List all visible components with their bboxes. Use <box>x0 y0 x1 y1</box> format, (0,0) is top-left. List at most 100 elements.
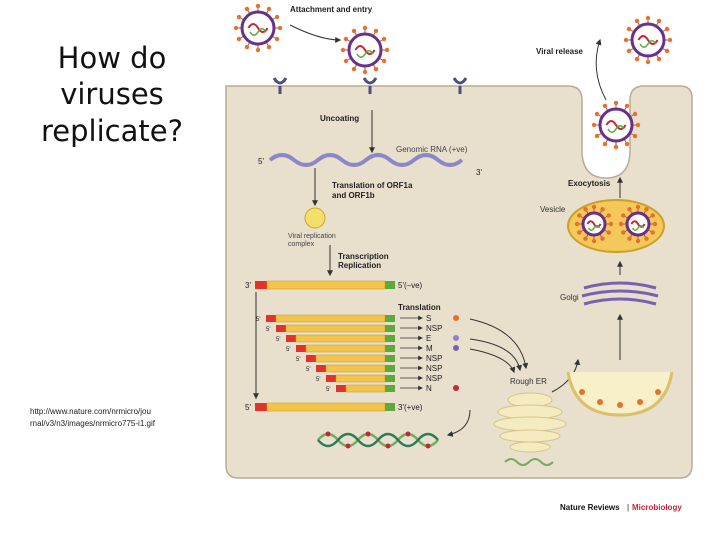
journal-credit: Nature Reviews <box>560 503 620 512</box>
mrna-tail <box>385 355 395 362</box>
mrna-leader <box>266 315 276 322</box>
neg-strand-3prime: 3' <box>245 281 251 290</box>
mrna-leader <box>306 355 316 362</box>
pos-strand-end-label: 3'(+ve) <box>398 403 423 412</box>
er-ribbon <box>504 458 554 466</box>
subgenomic-mrna: 5' <box>266 324 395 333</box>
mrna-leader <box>286 335 296 342</box>
rna-3prime-label: 3' <box>476 168 482 177</box>
translation-orf-line1: Translation of ORF1a <box>332 181 413 190</box>
mrna-tail <box>385 385 395 392</box>
genomic-rna-label: Genomic RNA (+ve) <box>396 145 468 154</box>
protein-label: M <box>426 344 433 353</box>
title-line-3: replicate? <box>41 113 183 148</box>
pos-strand-body <box>266 402 386 412</box>
vesicle-label: Vesicle <box>540 205 566 214</box>
mrna-5prime-label: 5' <box>306 367 310 373</box>
title-line-1: How do <box>57 41 167 75</box>
protein-symbol <box>453 345 459 351</box>
transcription-label: Transcription <box>338 252 389 261</box>
rna-5prime-label: 5' <box>258 157 264 166</box>
protein-symbol <box>453 335 459 341</box>
virus-budding-out <box>591 100 641 150</box>
attachment-entry-label: Attachment and entry <box>290 5 373 14</box>
source-url-line-2: rnal/v3/n3/images/nrmicro775-i1.gif <box>30 419 155 428</box>
source-url-line-1: http://www.nature.com/nrmicro/jou <box>30 407 151 416</box>
title-line-2: viruses <box>60 77 164 112</box>
virus-attaching <box>233 3 283 53</box>
subgenomic-mrna: 5' <box>296 354 395 363</box>
subgenomic-mrna: 5' <box>316 374 395 383</box>
translation-label: Translation <box>398 303 441 312</box>
protein-to-er-arrows <box>469 318 529 374</box>
protein-label: NSP <box>426 374 442 383</box>
mrna-5prime-label: 5' <box>276 337 280 343</box>
release-arrow <box>595 38 607 101</box>
rough-er-label: Rough ER <box>510 377 547 386</box>
mrna-body <box>345 384 386 393</box>
subgenomic-mrna: 5' <box>306 364 395 373</box>
neg-strand-red <box>255 281 267 289</box>
protein-label: N <box>426 384 432 393</box>
virus-released <box>623 15 673 65</box>
protein-label: NSP <box>426 354 442 363</box>
budding-spikes <box>579 389 661 408</box>
viral-complex-line1: Viral replication <box>288 233 336 240</box>
subgenomic-mrna: 5' <box>276 334 395 343</box>
virus-in-vesicle <box>574 204 614 244</box>
subgenomic-mrna: 5' <box>256 314 395 323</box>
exocytosis-label: Exocytosis <box>568 179 611 188</box>
mrna-body <box>315 354 386 363</box>
viral-release-label: Viral release <box>536 47 584 56</box>
virus-entering <box>340 25 390 75</box>
neg-strand-end-label: 5'(–ve) <box>398 281 423 290</box>
subgenomic-mrna: 5' <box>326 384 395 393</box>
mrna-leader <box>336 385 346 392</box>
golgi-label: Golgi <box>560 293 579 302</box>
mrna-5prime-label: 5' <box>326 387 330 393</box>
subgenomic-mrna: 5' <box>286 344 395 353</box>
virus-particles <box>233 3 673 244</box>
protein-label: S <box>426 314 431 323</box>
mrna-body <box>295 334 386 343</box>
replication-label: Replication <box>338 261 381 270</box>
mrna-tail <box>385 345 395 352</box>
protein-symbol <box>453 315 459 321</box>
uncoating-label: Uncoating <box>320 114 359 123</box>
translation-orf-line2: and ORF1b <box>332 191 375 200</box>
mrna-tail <box>385 365 395 372</box>
mrna-5prime-label: 5' <box>316 377 320 383</box>
mrna-leader <box>326 375 336 382</box>
protein-label: NSP <box>426 364 442 373</box>
virus-in-vesicle <box>618 204 658 244</box>
protein-symbol <box>453 385 459 391</box>
source-url[interactable]: http://www.nature.com/nrmicro/jou rnal/v… <box>30 406 190 430</box>
mrna-5prime-label: 5' <box>286 347 290 353</box>
mrna-body <box>285 324 386 333</box>
mrna-tail <box>385 335 395 342</box>
replication-complex-icon <box>304 207 326 229</box>
budding-membrane <box>566 371 674 417</box>
genomic-rna-wave <box>268 153 464 167</box>
slide-title: How do viruses replicate? <box>22 40 202 149</box>
mrna-tail <box>385 325 395 332</box>
mrna-5prime-label: 5' <box>256 317 260 323</box>
protein-label: E <box>426 334 431 343</box>
mrna-body <box>335 374 386 383</box>
pos-strand-red <box>255 403 267 411</box>
neg-strand-green <box>385 281 395 289</box>
nucleocapsid-helix <box>317 431 439 449</box>
protein-label: NSP <box>426 324 442 333</box>
pos-strand-5prime: 5' <box>245 403 251 412</box>
rough-er-icon <box>493 392 567 453</box>
attachment-arrow <box>289 24 342 43</box>
receptor-icons <box>272 77 468 94</box>
mrna-body <box>325 364 386 373</box>
mrna-leader <box>296 345 306 352</box>
mrna-5prime-label: 5' <box>296 357 300 363</box>
viral-complex-line2: complex <box>288 241 315 248</box>
pos-strand-green <box>385 403 395 411</box>
section-credit: Microbiology <box>632 503 682 512</box>
